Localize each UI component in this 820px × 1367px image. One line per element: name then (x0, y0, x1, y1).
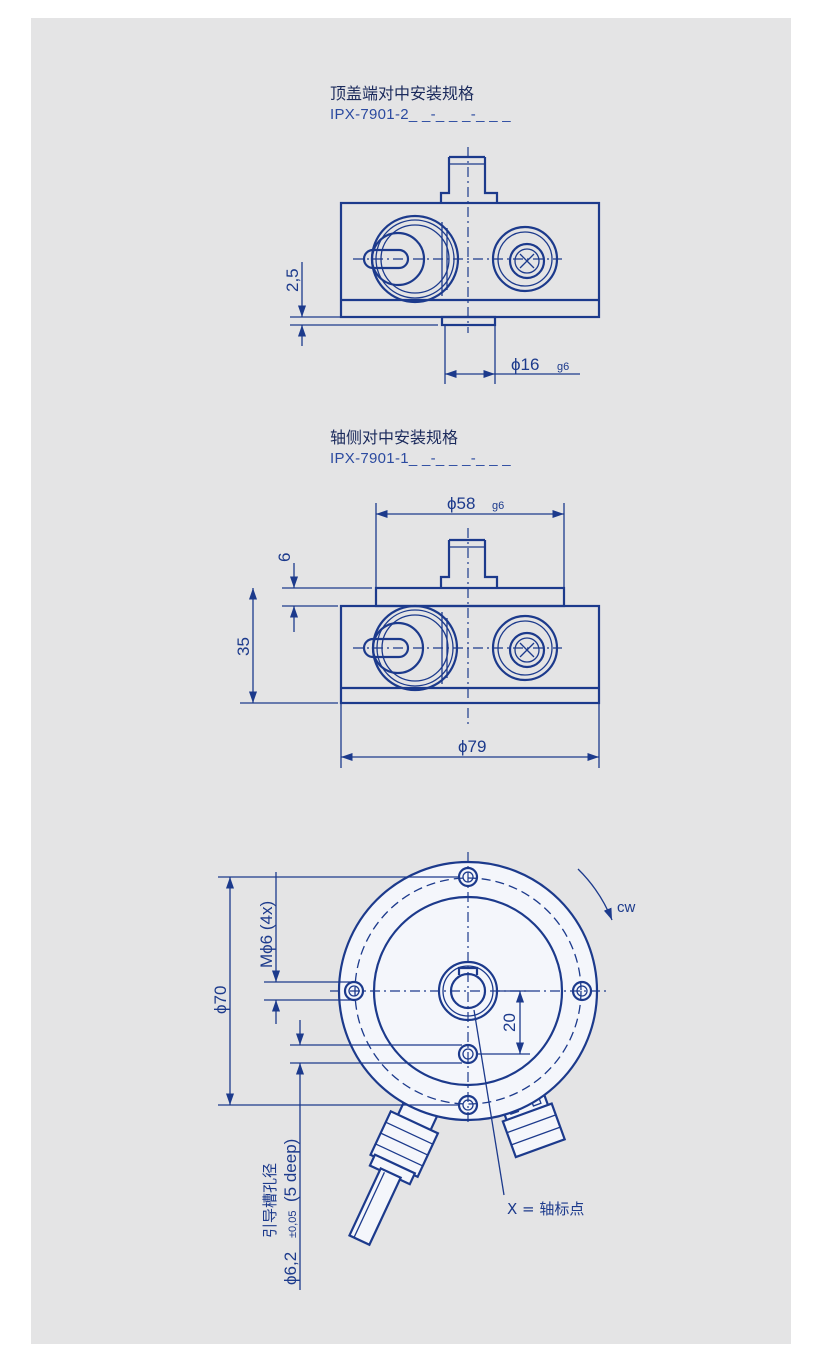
view1-dim-diameter: ϕ16 (511, 355, 539, 374)
view1-dim-height: 2,5 (283, 268, 302, 292)
view2-title: 轴侧对中安装规格 (330, 428, 459, 447)
view1-connector-right (491, 225, 559, 293)
pin-hole-dim: ϕ6,2 (281, 1252, 300, 1285)
view1-drawing: 2,5 ϕ16 g6 (283, 147, 601, 384)
axis-mark-label: X = 轴标点 (507, 1200, 584, 1218)
view2-dim-flange: ϕ58 (447, 494, 475, 513)
view2-dim-35: 35 (234, 637, 253, 656)
view2-dim-width: ϕ79 (458, 737, 486, 756)
view3-dim-thread: Mϕ6 (4x) (257, 901, 276, 968)
rotation-label: cw (617, 899, 636, 916)
view1-title: 顶盖端对中安装规格 (330, 84, 475, 103)
view2-dim-flange-tol: g6 (492, 500, 504, 512)
view2-drawing: ϕ58 g6 6 35 ϕ79 (234, 494, 601, 768)
view3-dim-offset: 20 (500, 1013, 519, 1032)
pin-hole-depth: (5 deep) (281, 1139, 300, 1202)
view1-code: IPX-7901-2_ _-_ _ _-_ _ _ (330, 106, 511, 123)
pin-hole-label: 引导槽孔径 (261, 1163, 279, 1238)
view2-code: IPX-7901-1_ _-_ _ _-_ _ _ (330, 450, 511, 467)
pin-hole-tol: ±0,05 (287, 1211, 299, 1238)
view1-dim-diameter-tol: g6 (557, 361, 569, 373)
view3-drawing: cw ϕ70 Mϕ6 (4x) 20 引导槽孔径 ϕ6,2 ±0,05 (5 d… (211, 852, 636, 1290)
view2-dim-6: 6 (275, 553, 294, 562)
view3-dim-circle: ϕ70 (211, 986, 230, 1014)
